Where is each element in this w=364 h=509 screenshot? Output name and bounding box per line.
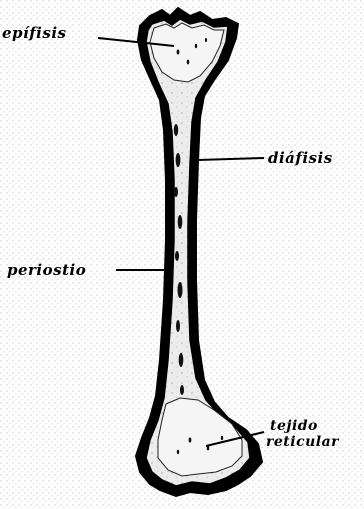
epifisis-label: epífisis (2, 26, 66, 41)
tejido-label-line1: tejido (266, 419, 339, 433)
diaphysis-cortex (194, 118, 196, 360)
tejido-label-line2: reticular (266, 435, 339, 449)
periostio-label: periostio (7, 263, 86, 278)
diafisis-label: diáfisis (268, 151, 333, 166)
tejido-reticular-label: tejido reticular (266, 419, 339, 449)
